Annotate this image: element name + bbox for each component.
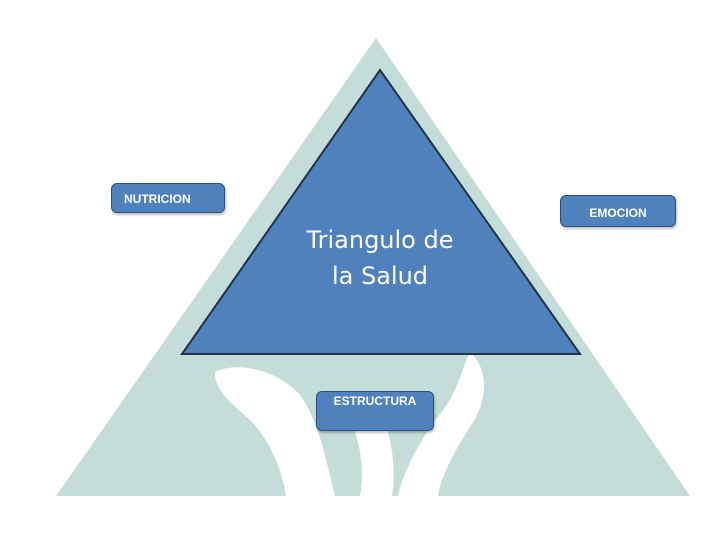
emocion-label: EMOCION xyxy=(560,195,676,227)
estructura-label: ESTRUCTURA xyxy=(316,391,434,431)
center-title: Triangulo de la Salud xyxy=(280,222,480,294)
center-title-line-2: la Salud xyxy=(331,262,429,290)
center-title-line-1: Triangulo de xyxy=(306,226,454,254)
human-figure-icon xyxy=(214,352,484,496)
nutricion-label: NUTRICION xyxy=(111,183,225,213)
inner-triangle xyxy=(180,68,582,355)
